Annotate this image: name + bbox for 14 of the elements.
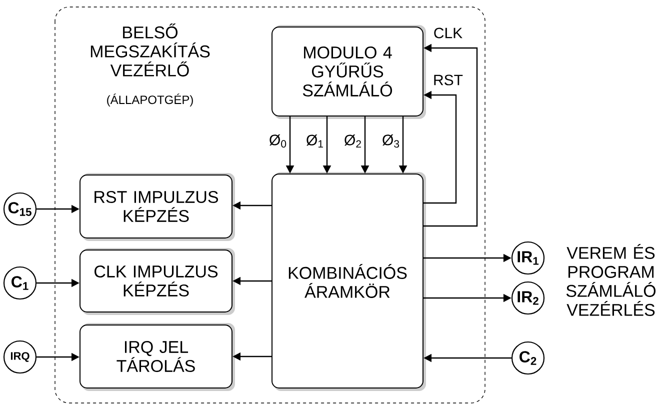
- subheading-text: (ÁLLAPOTGÉP): [107, 94, 193, 106]
- block-box: CLK IMPULZUS KÉPZÉS: [80, 248, 235, 315]
- block-box: MODULO 4 GYŰRŰS SZÁMLÁLÓ: [272, 25, 426, 119]
- edge-label: Ø$_{3}$: [382, 134, 400, 148]
- block-box: RST IMPULZUS KÉPZÉS: [80, 173, 235, 241]
- block-box: KOMBINÁCIÓS ÁRAMKÖR: [272, 172, 426, 391]
- edge-label: Ø$_{1}$: [306, 134, 323, 148]
- edge-label: CLK: [434, 28, 462, 38]
- edge-label: RST: [434, 74, 463, 86]
- block-box: IRQ JEL TÁROLÁS: [80, 323, 235, 391]
- edge-label: Ø$_{0}$: [270, 134, 286, 148]
- heading-text: BELSŐ MEGSZAKÍTÁS VEZÉRLŐ: [90, 24, 210, 76]
- side-note: VEREM ÉS PROGRAM SZÁMLÁLÓ VEZÉRLÉS: [566, 244, 656, 316]
- edge-label: Ø$_{2}$: [344, 134, 361, 148]
